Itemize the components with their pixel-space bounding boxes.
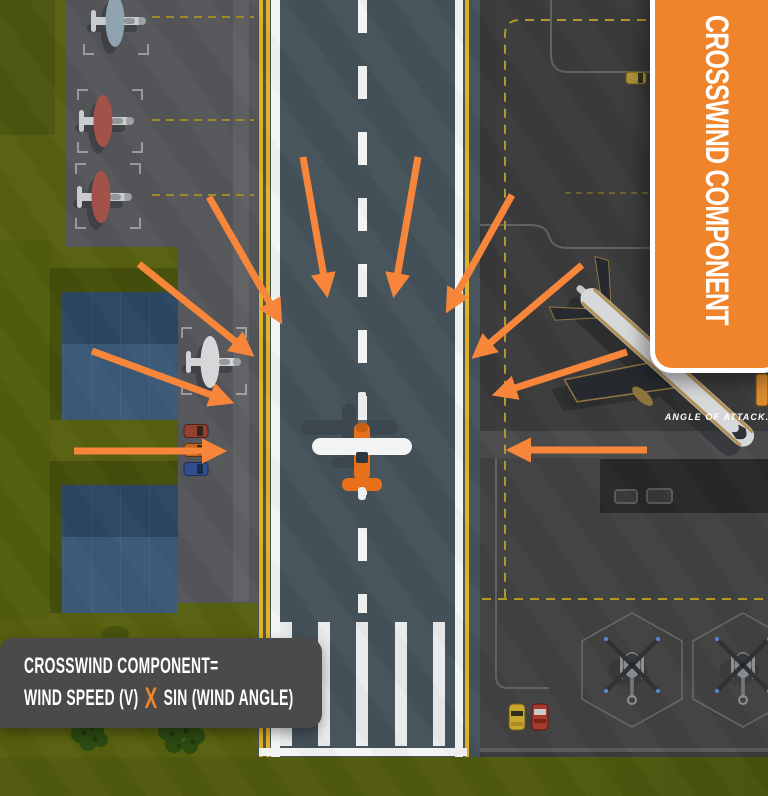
runway bbox=[258, 0, 480, 757]
runway-edge-line-left bbox=[271, 0, 280, 757]
airplane-tailplane bbox=[342, 478, 382, 491]
brand-logo: ANGLE OF ATTACK. bbox=[664, 412, 768, 422]
helicopter-1 bbox=[604, 637, 660, 704]
grass-shade bbox=[0, 0, 55, 135]
banner-title: CROSSWIND COMPONENT bbox=[699, 15, 735, 325]
threshold-stripe bbox=[395, 622, 407, 746]
formula-card: CROSSWIND COMPONENT= WIND SPEED (V) X SI… bbox=[0, 638, 322, 728]
wind-arrow-left-diagonal-2 bbox=[90, 347, 235, 407]
wind-arrow-right-diagonal-1 bbox=[471, 262, 585, 359]
runway-yellow-line bbox=[266, 0, 270, 757]
hangar-blue-1 bbox=[62, 292, 178, 420]
wind-arrow-right-diagonal-2 bbox=[491, 348, 629, 400]
apron-edge-band bbox=[480, 0, 497, 431]
runway-centerline bbox=[358, 0, 367, 613]
propeller bbox=[358, 392, 366, 417]
service-vehicle bbox=[755, 373, 768, 407]
grass-bottom-strip bbox=[0, 757, 768, 796]
hangar-blue-2 bbox=[62, 485, 178, 613]
helipad-hexagons bbox=[581, 612, 768, 728]
warehouse-building bbox=[600, 457, 768, 513]
title-banner: CROSSWIND COMPONENT ANGLE OF ATTACK. bbox=[650, 0, 768, 422]
apron-boundary-line bbox=[480, 748, 768, 752]
threshold-stripe bbox=[356, 622, 368, 746]
threshold-stripe bbox=[433, 622, 445, 746]
runway-edge-line-right bbox=[455, 0, 463, 757]
engine-cowl bbox=[356, 423, 368, 432]
wind-arrow-left-diagonal-1 bbox=[136, 261, 255, 357]
parked-plane-1 bbox=[87, 0, 146, 54]
parking-brackets bbox=[75, 44, 247, 395]
multiply-symbol: X bbox=[144, 682, 158, 715]
runway-yellow-line bbox=[259, 0, 263, 757]
grass-shade bbox=[0, 240, 50, 620]
helicopter-2 bbox=[715, 637, 768, 704]
airplane-tail bbox=[358, 487, 366, 500]
warehouse-skylight bbox=[614, 489, 638, 504]
wind-arrow-upper-left-diagonal bbox=[205, 195, 283, 325]
airplane-wing bbox=[312, 438, 412, 455]
formula-line-1: CROSSWIND COMPONENT= bbox=[24, 653, 219, 678]
warehouse-skylight bbox=[646, 488, 673, 504]
jet-cockpit bbox=[731, 424, 747, 440]
wind-arrow-upper-right-diagonal bbox=[445, 193, 516, 314]
airplane-shadow bbox=[301, 403, 397, 468]
parked-plane-3 bbox=[73, 171, 132, 230]
taxiway-car bbox=[625, 71, 647, 85]
cars-bottom bbox=[508, 703, 549, 731]
left-apron-service-road bbox=[233, 0, 249, 601]
wind-arrow-top-left bbox=[299, 156, 336, 299]
wind-arrow-top-right bbox=[385, 156, 422, 299]
airplane-cockpit bbox=[356, 452, 368, 463]
runway-airplane bbox=[301, 392, 412, 500]
formula-line-2: WIND SPEED (V) X SIN (WIND ANGLE) bbox=[24, 682, 294, 715]
wind-arrows bbox=[74, 156, 647, 464]
taxiway-guide-lines bbox=[152, 16, 768, 600]
taxiway-boundary-lines bbox=[480, 0, 768, 689]
runway-end-line bbox=[259, 748, 467, 756]
parked-plane-2 bbox=[75, 95, 134, 154]
runway-yellow-line bbox=[465, 0, 469, 757]
